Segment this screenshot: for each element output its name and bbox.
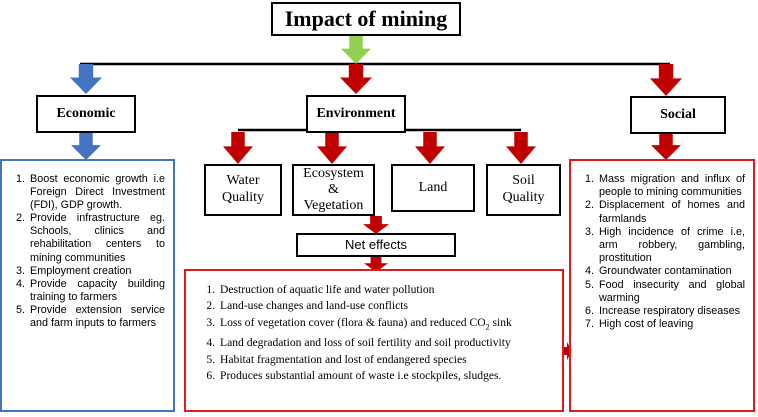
- social-impact-item: High incidence of crime i.e, arm robbery…: [597, 226, 745, 266]
- env-sub-ecosystem-vegetation: Ecosystem & Vegetation: [292, 164, 375, 216]
- social-list-arrow: [651, 133, 681, 160]
- ecosystem-vegetation-label: Ecosystem & Vegetation: [303, 165, 364, 214]
- economic-impact-item: Boost economic growth i.e Foreign Direct…: [28, 173, 165, 212]
- economic-impact-item: Employment creation: [28, 265, 165, 278]
- social-impact-item: Mass migration and influx of people to m…: [597, 173, 745, 199]
- economic-arrow: [70, 64, 102, 94]
- social-header: Social: [630, 96, 726, 134]
- env-sub-soil-quality: Soil Quality: [486, 164, 561, 216]
- environment-impact-item: Habitat fragmentation and lost of endang…: [218, 352, 556, 368]
- social-impact-item: Displacement of homes and farmlands: [597, 199, 745, 225]
- land-label: Land: [418, 179, 448, 195]
- economic-impacts-panel: Boost economic growth i.e Foreign Direct…: [0, 159, 175, 412]
- net-effects-arrow: [364, 256, 388, 272]
- economic-list-arrow: [71, 133, 101, 160]
- economic-header: Economic: [36, 95, 136, 133]
- social-arrow: [650, 64, 682, 96]
- environment-impact-item: Land-use changes and land-use conflicts: [218, 298, 556, 314]
- environment-impacts-list: Destruction of aquatic life and water po…: [190, 282, 556, 384]
- economic-impacts-list: Boost economic growth i.e Foreign Direct…: [6, 173, 165, 330]
- social-impacts-panel: Mass migration and influx of people to m…: [569, 159, 755, 412]
- social-impact-item: Food insecurity and global warming: [597, 279, 745, 305]
- social-impact-item: Groundwater contamination: [597, 265, 745, 278]
- social-impacts-list: Mass migration and influx of people to m…: [575, 173, 745, 331]
- soil-quality-arrow: [506, 132, 536, 164]
- soil-quality-label: Soil Quality: [502, 173, 545, 205]
- economic-impact-item: Provide capacity building training to fa…: [28, 278, 165, 304]
- env-sub-water-quality: Water Quality: [204, 164, 282, 216]
- economic-impact-item: Provide extension service and farm input…: [28, 304, 165, 330]
- diagram-title: Impact of mining: [271, 2, 461, 36]
- environment-impact-item: Produces substantial amount of waste i.e…: [218, 368, 556, 384]
- land-arrow: [415, 132, 445, 164]
- water-quality-label: Water Quality: [222, 173, 264, 205]
- environment-to-social-arrow: [563, 342, 572, 360]
- net-effects-box: Net effects: [296, 233, 456, 257]
- environment-impacts-panel: Destruction of aquatic life and water po…: [184, 269, 564, 412]
- env-sub-land: Land: [391, 164, 475, 212]
- economic-impact-item: Provide infrastructure eg. Schools, clin…: [28, 212, 165, 264]
- social-impact-item: Increase respiratory diseases: [597, 305, 745, 318]
- water-quality-arrow: [223, 132, 253, 164]
- environment-arrow: [340, 64, 372, 94]
- title-down-arrow: [341, 36, 371, 64]
- environment-impact-item: Destruction of aquatic life and water po…: [218, 282, 556, 298]
- environment-header: Environment: [306, 95, 406, 133]
- social-impact-item: High cost of leaving: [597, 318, 745, 331]
- ecosystem-to-net-arrow: [363, 216, 389, 234]
- environment-impact-item: Loss of vegetation cover (flora & fauna)…: [218, 315, 556, 336]
- ecosystem-arrow: [317, 132, 347, 164]
- environment-impact-item: Land degradation and loss of soil fertil…: [218, 335, 556, 351]
